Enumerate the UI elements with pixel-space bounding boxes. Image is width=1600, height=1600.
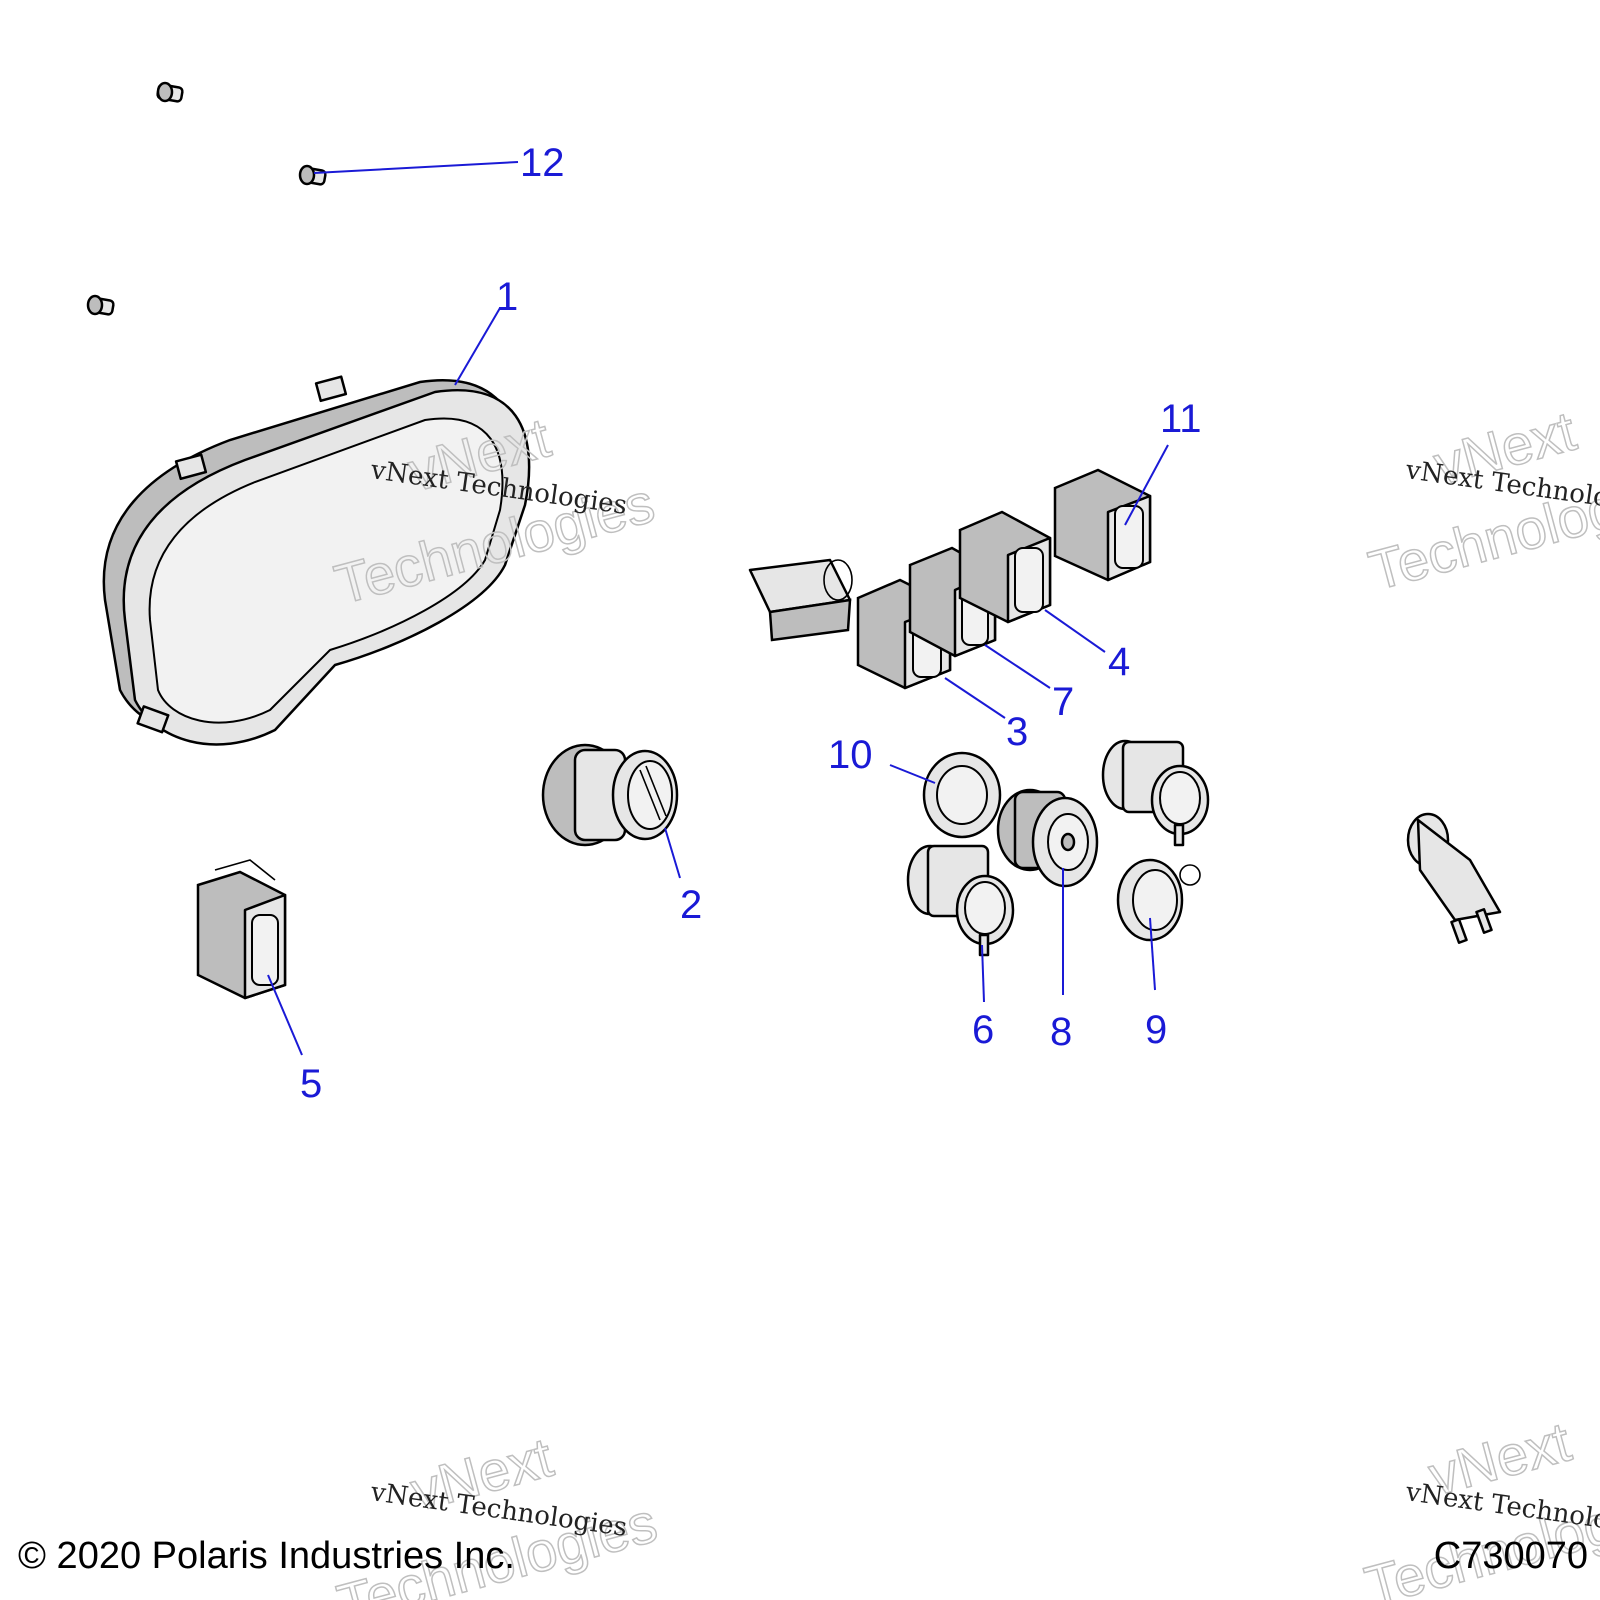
screw-bottom (86, 294, 115, 316)
callout-2: 2 (680, 883, 702, 927)
screw-top (156, 81, 184, 103)
rocker-switch-labeled (1053, 468, 1152, 582)
callout-8: 8 (1050, 1010, 1072, 1054)
power-outlet (906, 844, 1015, 957)
leader-9 (1149, 917, 1156, 991)
callout-10: 10 (828, 733, 873, 777)
rocker-switch-single (196, 859, 287, 1000)
callout-7: 7 (1052, 680, 1074, 724)
drawing-id: C730070 (1434, 1535, 1588, 1577)
usb-outlet (996, 788, 1099, 888)
leader-1 (454, 307, 501, 386)
leader-11 (1124, 444, 1169, 526)
leader-3 (944, 677, 1006, 719)
leader-12 (313, 161, 519, 174)
callout-11: 11 (1160, 397, 1202, 441)
leader-10 (889, 764, 936, 784)
callout-12: 12 (520, 141, 565, 185)
ignition-switch (541, 743, 679, 847)
outlet-cap (1116, 858, 1201, 942)
callout-1: 1 (496, 275, 518, 319)
leader-2 (664, 827, 681, 879)
power-outlet-upper (1101, 739, 1210, 847)
indicator-lamp (1406, 812, 1502, 944)
leader-4 (1044, 609, 1106, 653)
connector-plug (748, 558, 853, 642)
leader-6 (981, 944, 985, 1003)
callout-3: 3 (1006, 710, 1028, 754)
leader-5 (267, 974, 303, 1056)
screw-middle (298, 164, 327, 186)
retaining-nut (922, 751, 1002, 839)
leader-7 (984, 644, 1051, 689)
rocker-switch-b (958, 510, 1052, 624)
callout-9: 9 (1145, 1008, 1167, 1052)
copyright-text: © 2020 Polaris Industries Inc. (18, 1535, 515, 1577)
callout-6: 6 (972, 1008, 994, 1052)
callout-4: 4 (1108, 640, 1130, 684)
instrument-cluster (102, 375, 531, 746)
callout-5: 5 (300, 1062, 322, 1106)
